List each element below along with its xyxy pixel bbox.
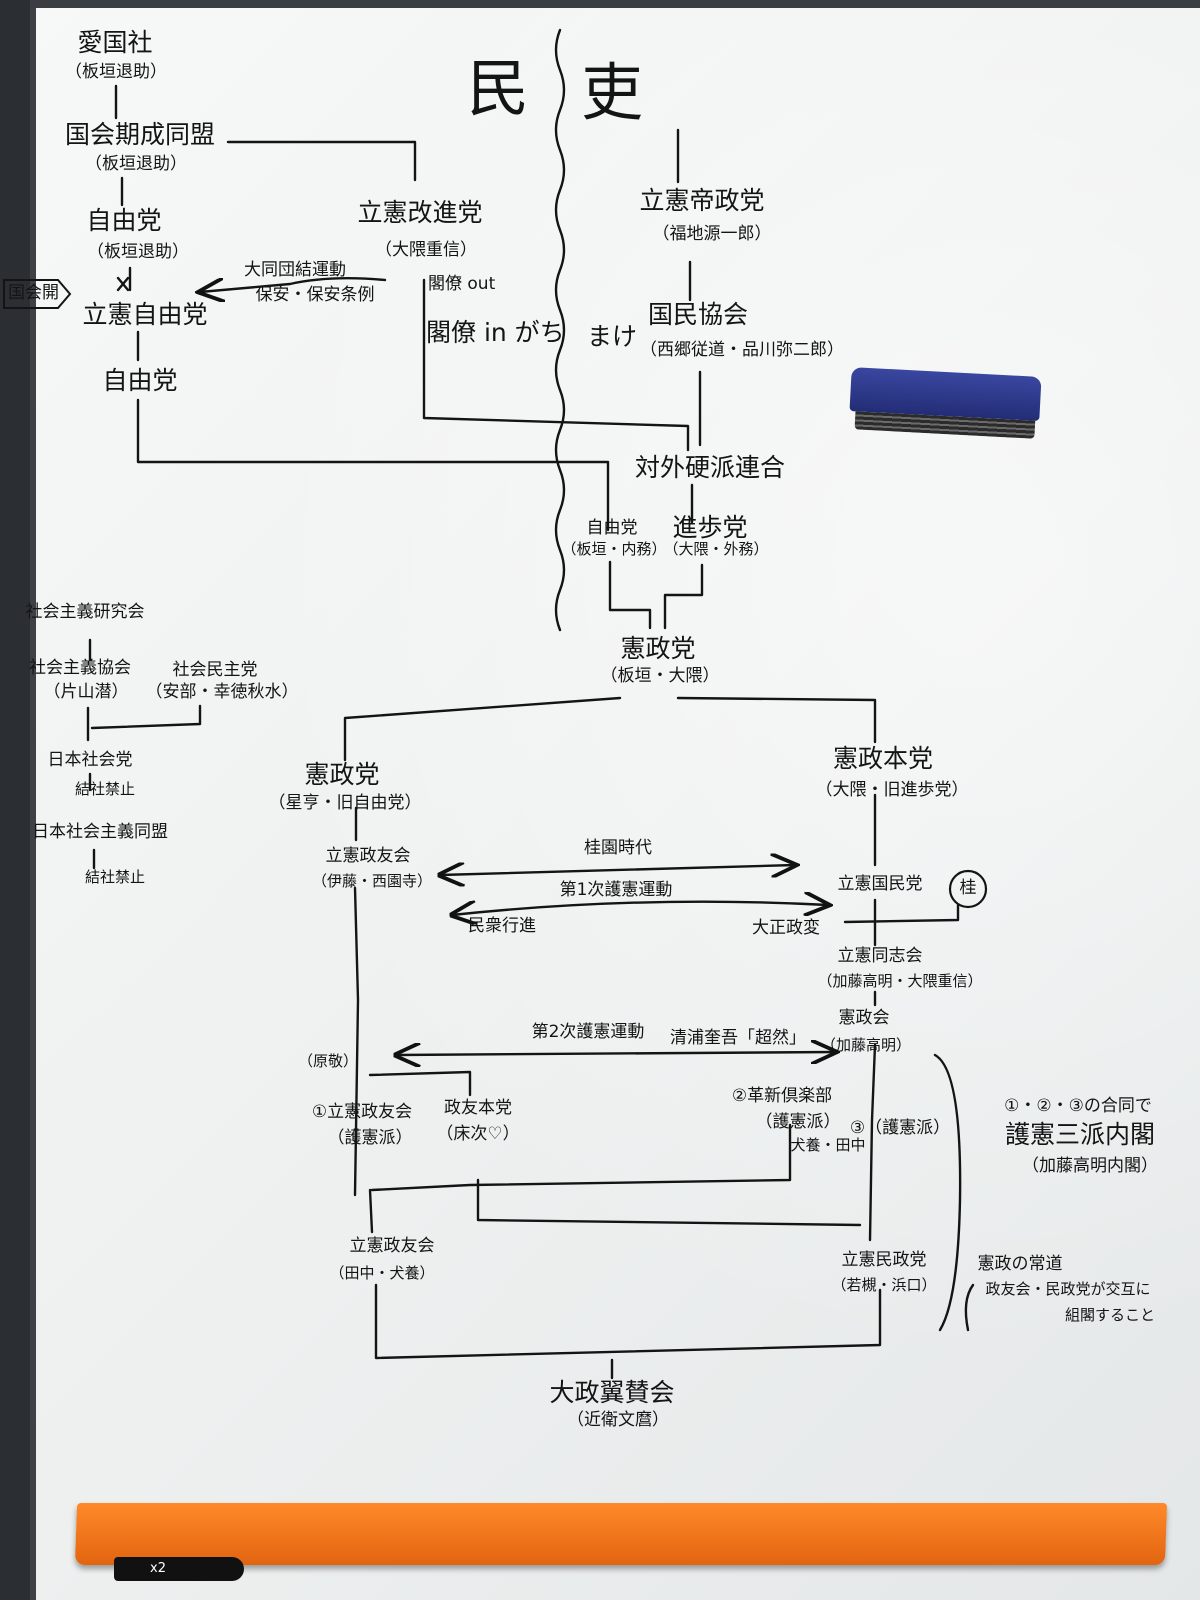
- node-shakai-minshuto-sub: （安部・幸徳秋水）: [145, 682, 299, 702]
- note-kaku-out: 閣僚 out: [428, 274, 496, 294]
- node-teiseito: 立憲帝政党: [639, 186, 765, 215]
- node-seiyukai: 立憲政友会: [325, 846, 411, 866]
- node-kenseito: 憲政党: [620, 634, 696, 663]
- node-kenseito-2: 憲政党: [304, 760, 380, 789]
- node-kaishinto: 立憲改進党: [357, 198, 483, 227]
- note-kato-naikaku: （加藤高明内閣）: [1022, 1156, 1158, 1176]
- node-kenseikai-goken: ③（護憲派）: [849, 1118, 951, 1138]
- note-make: まけ: [586, 322, 638, 351]
- title-min: 民: [466, 52, 530, 125]
- node-kensei-honto-sub: （大隈・旧進歩党）: [815, 780, 969, 800]
- node-seiyukai-sub: （伊藤・西園寺）: [311, 872, 433, 890]
- node-nihon-shakaito: 日本社会党: [47, 750, 133, 770]
- note-jodo-line-2: 組閣すること: [1064, 1306, 1156, 1324]
- marker-label: x2: [150, 1561, 166, 1576]
- label-keien-jidai: 桂園時代: [584, 838, 652, 858]
- node-kenseito-sub: （板垣・大隈）: [600, 666, 720, 686]
- node-shinpoto: 進歩党: [672, 513, 748, 542]
- label-minshu: 民衆行進: [468, 916, 536, 936]
- label-hoan-jorei: 保安・保安条例: [255, 285, 375, 305]
- divider-wavy-line: [554, 28, 566, 632]
- node-jiyuto-3-sub: （板垣・内務）: [561, 540, 667, 558]
- node-kokkai-kisei: 国会期成同盟: [64, 120, 216, 149]
- node-jiyuto-2: 自由党: [102, 366, 178, 395]
- whiteboard-frame: [30, 0, 1200, 8]
- whiteboard-eraser[interactable]: [848, 367, 1042, 441]
- marker-tray: [74, 1503, 1168, 1565]
- node-kokkai-ki: 国会開: [8, 283, 59, 303]
- note-jodo-line-1: 政友会・民政党が交互に: [985, 1280, 1151, 1298]
- node-seiyu-honto: 政友本党: [444, 1098, 512, 1118]
- node-minseito-sub: （若槻・浜口）: [831, 1276, 937, 1294]
- node-shakai-kyokai: 社会主義協会: [29, 658, 131, 678]
- note-gappei: ①・②・③の合同で: [1004, 1096, 1152, 1116]
- node-minseito: 立憲民政党: [841, 1250, 927, 1270]
- node-aikokusha: 愛国社: [77, 28, 153, 57]
- node-nihon-domei-sub: 結社禁止: [84, 868, 146, 886]
- whiteboard: [30, 0, 1200, 1600]
- node-kokkai-kisei-sub: （板垣退助）: [85, 154, 187, 174]
- label-daido-danketsu: 大同団結運動: [244, 260, 346, 280]
- node-nihon-shakaito-sub: 結社禁止: [74, 780, 136, 798]
- label-hara: （原敬）: [297, 1052, 359, 1070]
- node-taisei-yokusankai: 大政翼賛会: [549, 1378, 675, 1407]
- label-kiyoura: 清浦奎吾「超然」: [670, 1028, 806, 1048]
- node-taisei-yokusankai-sub: （近衛文麿）: [567, 1410, 669, 1430]
- node-seiyukai-goken: ①立憲政友会: [311, 1102, 413, 1122]
- node-kokumin-kyokai-sub: （西郷従道・品川弥二郎）: [640, 340, 844, 360]
- node-doshikai: 立憲同志会: [837, 946, 923, 966]
- node-shinpoto-sub: （大隈・外務）: [663, 540, 769, 558]
- label-taisho-seihen: 大正政変: [752, 918, 820, 938]
- node-shakai-kenkyu: 社会主義研究会: [25, 602, 145, 622]
- node-shakai-kyokai-sub: （片山潜）: [43, 682, 129, 702]
- label-katsura: 桂: [959, 878, 977, 898]
- note-goken-sanpa-naikaku: 護憲三派内閣: [1004, 1120, 1156, 1149]
- node-kenseikai: 憲政会: [838, 1008, 890, 1028]
- node-seiyukai-3-sub: （田中・犬養）: [329, 1264, 435, 1282]
- note-kensei-no-jodo: 憲政の常道: [977, 1254, 1063, 1274]
- node-seiyukai-goken-sub: （護憲派）: [327, 1128, 413, 1148]
- node-kakushin-club-sub: （護憲派）: [755, 1112, 841, 1132]
- node-jiyuto-sub: （板垣退助）: [87, 242, 189, 262]
- node-kokumin-kyokai: 国民協会: [647, 300, 749, 329]
- node-kenseito-2-sub: （星亨・旧自由党）: [268, 793, 422, 813]
- node-seiyu-honto-sub: （床次♡）: [436, 1124, 520, 1144]
- node-doshikai-sub: （加藤高明・大隈重信）: [817, 972, 983, 990]
- node-taigai-ko: 対外硬派連合: [634, 453, 786, 482]
- node-seiyukai-3: 立憲政友会: [349, 1236, 435, 1256]
- note-kaku-in: 閣僚 in がち: [426, 318, 565, 347]
- node-rikken-jiyuto: 立憲自由党: [82, 300, 208, 329]
- node-kakushin-club-sub2: 犬養・田中: [790, 1136, 866, 1154]
- title-ri: 吏: [580, 56, 644, 129]
- marker-pen[interactable]: [114, 1557, 244, 1581]
- node-kensei-honto: 憲政本党: [832, 744, 934, 773]
- node-kenseikai-sub: （加藤高明）: [820, 1036, 912, 1054]
- node-nihon-domei: 日本社会主義同盟: [32, 822, 168, 842]
- node-teiseito-sub: （福地源一郎）: [652, 224, 772, 244]
- node-kokuminto: 立憲国民党: [837, 874, 923, 894]
- label-goken-2: 第2次護憲運動: [531, 1022, 645, 1042]
- node-kaishinto-sub: （大隈重信）: [375, 240, 477, 260]
- node-jiyuto: 自由党: [86, 206, 162, 235]
- node-kakushin-club: ②革新倶楽部: [731, 1086, 833, 1106]
- node-aikokusha-sub: （板垣退助）: [65, 62, 167, 82]
- node-shakai-minshuto: 社会民主党: [172, 660, 258, 680]
- label-goken-1: 第1次護憲運動: [559, 880, 673, 900]
- node-jiyuto-3: 自由党: [586, 518, 638, 538]
